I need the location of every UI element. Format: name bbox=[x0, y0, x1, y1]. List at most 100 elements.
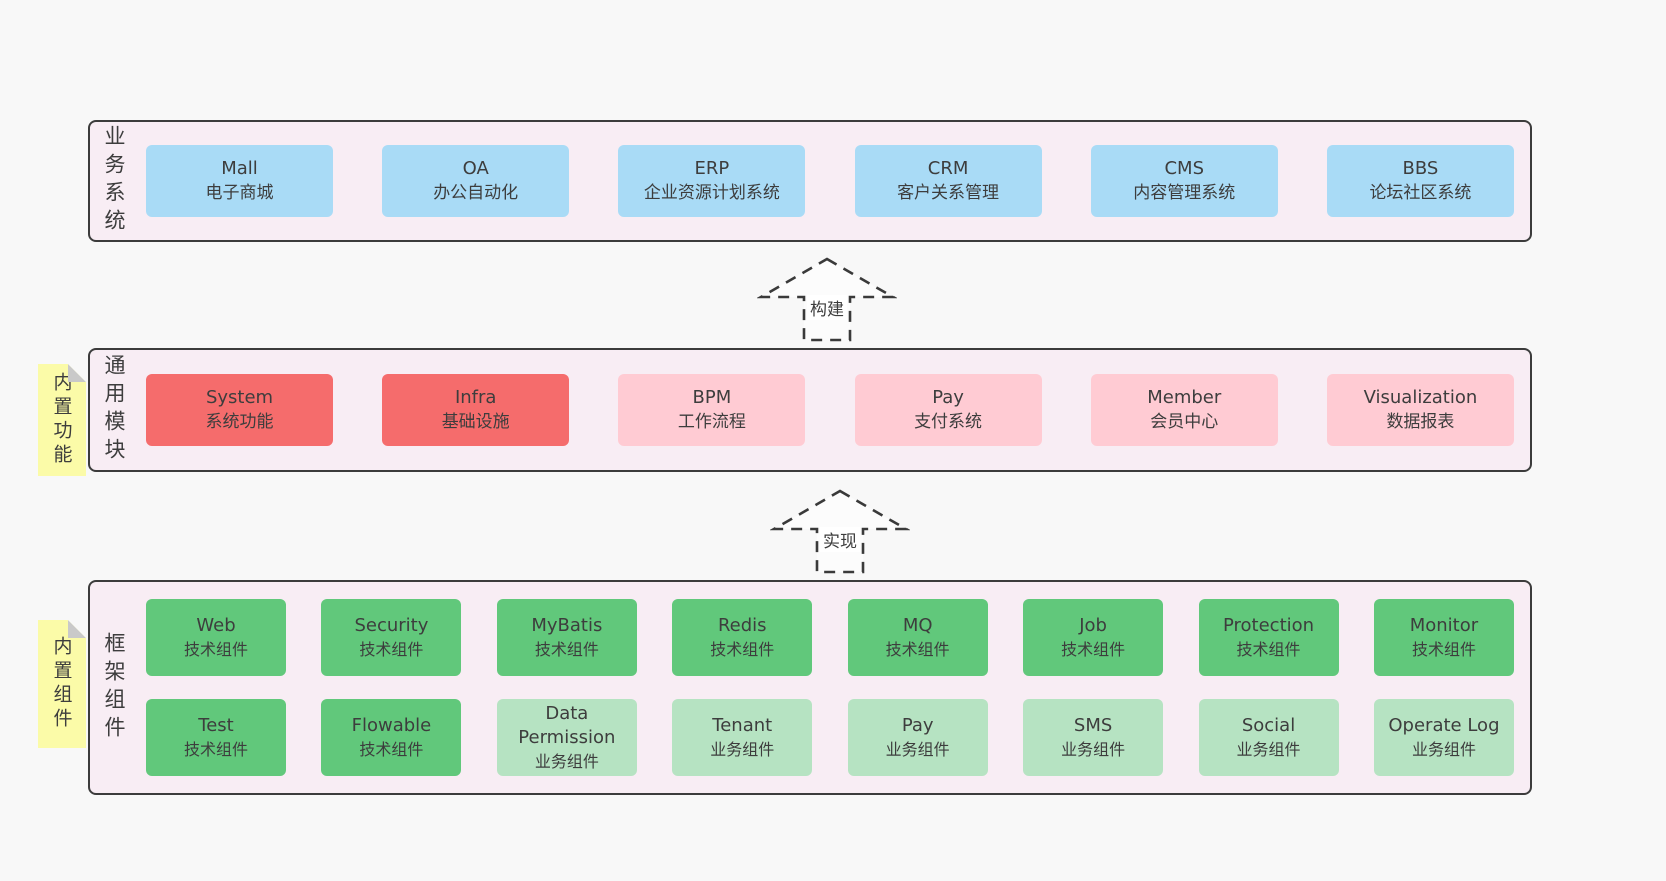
framework-nodes-grid: Web 技术组件 Security 技术组件 MyBatis 技术组件 Redi… bbox=[134, 582, 1514, 793]
node-subtitle: 技术组件 bbox=[359, 639, 424, 659]
node-mall: Mall 电子商城 bbox=[146, 145, 333, 217]
node-title: Pay bbox=[932, 387, 964, 408]
framework-row-tech: Web 技术组件 Security 技术组件 MyBatis 技术组件 Redi… bbox=[146, 599, 1514, 676]
node-mybatis: MyBatis 技术组件 bbox=[496, 599, 637, 676]
node-title: OA bbox=[462, 158, 489, 179]
node-title: Monitor bbox=[1409, 614, 1479, 636]
node-bpm: BPM 工作流程 bbox=[618, 374, 806, 446]
node-subtitle: 数据报表 bbox=[1386, 412, 1455, 432]
node-mq: MQ 技术组件 bbox=[847, 599, 988, 676]
node-crm: CRM 客户关系管理 bbox=[854, 145, 1042, 217]
arrow-build: 构建 bbox=[757, 257, 897, 342]
node-pay: Pay 支付系统 bbox=[854, 374, 1042, 446]
node-subtitle: 工作流程 bbox=[677, 412, 746, 432]
section-label-column: 通用模块 bbox=[94, 350, 134, 470]
node-system: System 系统功能 bbox=[146, 374, 333, 446]
sticky-note-builtin-features: 内置功能 bbox=[38, 364, 86, 476]
node-title: Visualization bbox=[1363, 387, 1478, 408]
node-title: Infra bbox=[454, 387, 497, 408]
node-subtitle: 企业资源计划系统 bbox=[643, 183, 780, 203]
node-subtitle: 业务组件 bbox=[1236, 739, 1301, 759]
node-sms: SMS 业务组件 bbox=[1023, 699, 1164, 776]
node-subtitle: 业务组件 bbox=[534, 751, 599, 771]
node-subtitle: 基础设施 bbox=[441, 412, 510, 432]
node-title: SMS bbox=[1073, 714, 1113, 736]
node-member: Member 会员中心 bbox=[1090, 374, 1278, 446]
node-cms: CMS 内容管理系统 bbox=[1090, 145, 1278, 217]
node-visualization: Visualization 数据报表 bbox=[1326, 374, 1514, 446]
node-subtitle: 技术组件 bbox=[710, 639, 775, 659]
section-label-business: 业务系统 bbox=[102, 125, 126, 237]
node-subtitle: 论坛社区系统 bbox=[1369, 183, 1472, 203]
node-subtitle: 技术组件 bbox=[885, 639, 950, 659]
node-title: Protection bbox=[1222, 614, 1315, 636]
node-title: Test bbox=[198, 714, 234, 736]
node-infra: Infra 基础设施 bbox=[382, 374, 570, 446]
node-subtitle: 业务组件 bbox=[710, 739, 775, 759]
section-label-column: 业务系统 bbox=[94, 122, 134, 240]
node-subtitle: 办公自动化 bbox=[433, 183, 519, 203]
node-title: Job bbox=[1079, 614, 1107, 636]
business-nodes-row: Mall 电子商城 OA 办公自动化 ERP 企业资源计划系统 CRM 客户关系… bbox=[134, 122, 1514, 240]
node-operate-log: Operate Log 业务组件 bbox=[1373, 699, 1514, 776]
arrow-implement-label: 实现 bbox=[820, 527, 860, 552]
node-title: Tenant bbox=[712, 714, 773, 736]
node-title: System bbox=[205, 387, 274, 408]
sticky-fold-icon bbox=[68, 364, 86, 382]
node-subtitle: 技术组件 bbox=[183, 639, 248, 659]
node-subtitle: 业务组件 bbox=[885, 739, 950, 759]
node-title: ERP bbox=[694, 158, 730, 179]
node-title: BPM bbox=[692, 387, 732, 408]
node-tenant: Tenant 业务组件 bbox=[672, 699, 813, 776]
node-flowable: Flowable 技术组件 bbox=[321, 699, 462, 776]
node-subtitle: 会员中心 bbox=[1150, 412, 1219, 432]
node-security: Security 技术组件 bbox=[321, 599, 462, 676]
node-title: Social bbox=[1241, 714, 1296, 736]
arrow-build-label: 构建 bbox=[807, 295, 847, 320]
framework-row-biz: Test 技术组件 Flowable 技术组件 Data Permission … bbox=[146, 699, 1514, 776]
node-subtitle: 技术组件 bbox=[1236, 639, 1301, 659]
node-subtitle: 客户关系管理 bbox=[897, 183, 1000, 203]
section-label-framework: 框架组件 bbox=[102, 631, 126, 744]
module-nodes-row: System 系统功能 Infra 基础设施 BPM 工作流程 Pay 支付系统… bbox=[134, 350, 1514, 470]
node-subtitle: 技术组件 bbox=[1061, 639, 1126, 659]
node-protection: Protection 技术组件 bbox=[1198, 599, 1339, 676]
arrow-implement: 实现 bbox=[770, 489, 910, 574]
node-title: Data Permission bbox=[518, 702, 616, 748]
sticky-label: 内置功能 bbox=[50, 372, 73, 468]
sticky-note-builtin-components: 内置组件 bbox=[38, 620, 86, 748]
node-title: CMS bbox=[1164, 158, 1205, 179]
node-oa: OA 办公自动化 bbox=[382, 145, 570, 217]
node-title: Operate Log bbox=[1388, 714, 1500, 736]
node-title: Member bbox=[1147, 387, 1222, 408]
node-subtitle: 电子商城 bbox=[205, 183, 274, 203]
node-title: Mall bbox=[221, 158, 258, 179]
node-subtitle: 业务组件 bbox=[1411, 739, 1476, 759]
node-redis: Redis 技术组件 bbox=[672, 599, 813, 676]
node-subtitle: 支付系统 bbox=[914, 412, 983, 432]
section-framework-components: 框架组件 Web 技术组件 Security 技术组件 MyBatis 技术组件… bbox=[88, 580, 1532, 795]
node-title: CRM bbox=[927, 158, 969, 179]
node-title: Flowable bbox=[351, 714, 432, 736]
node-subtitle: 业务组件 bbox=[1061, 739, 1126, 759]
node-erp: ERP 企业资源计划系统 bbox=[618, 145, 806, 217]
node-subtitle: 技术组件 bbox=[1411, 639, 1476, 659]
node-title: Web bbox=[196, 614, 236, 636]
node-title: Redis bbox=[717, 614, 767, 636]
node-job: Job 技术组件 bbox=[1023, 599, 1164, 676]
node-web: Web 技术组件 bbox=[146, 599, 286, 676]
node-subtitle: 技术组件 bbox=[534, 639, 599, 659]
node-bbs: BBS 论坛社区系统 bbox=[1326, 145, 1514, 217]
node-title: MQ bbox=[902, 614, 933, 636]
sticky-label: 内置组件 bbox=[50, 636, 73, 732]
node-subtitle: 技术组件 bbox=[183, 739, 248, 759]
node-subtitle: 内容管理系统 bbox=[1133, 183, 1236, 203]
node-pay-biz: Pay 业务组件 bbox=[847, 699, 988, 776]
section-label-column: 框架组件 bbox=[94, 582, 134, 793]
node-title: Pay bbox=[901, 714, 934, 736]
sticky-fold-icon bbox=[68, 620, 86, 638]
node-subtitle: 系统功能 bbox=[205, 412, 274, 432]
section-label-modules: 通用模块 bbox=[102, 354, 126, 466]
node-title: MyBatis bbox=[531, 614, 603, 636]
